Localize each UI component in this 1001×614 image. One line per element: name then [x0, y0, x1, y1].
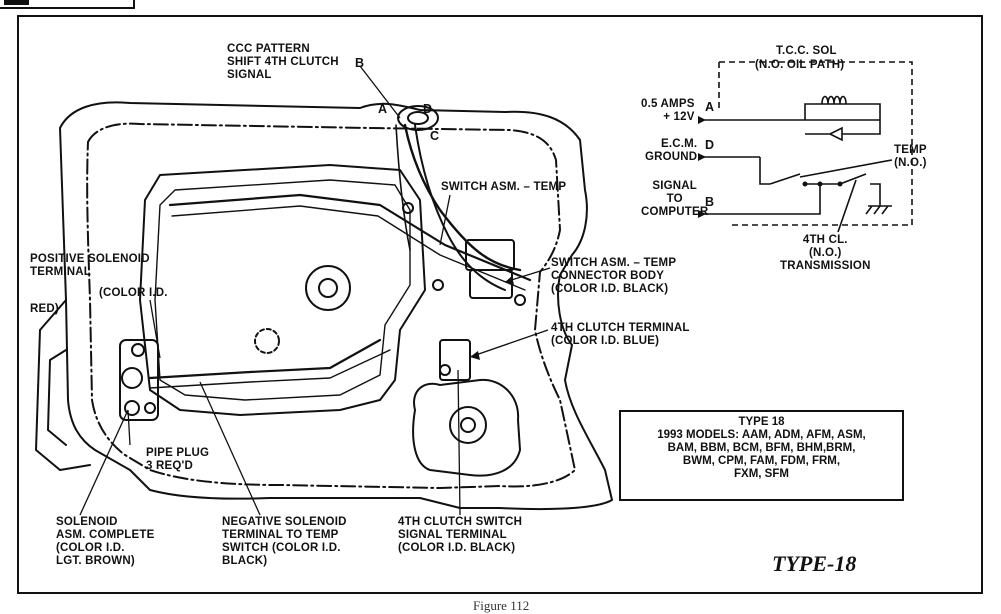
pan-outline-inner	[86, 122, 576, 489]
pin-b-top-label: B	[355, 56, 365, 70]
harness-main	[403, 123, 522, 272]
wire-to-solenoid-2	[149, 349, 391, 389]
switch-temp	[769, 173, 801, 185]
pin-b-label: B	[705, 195, 715, 209]
tcc-sol-label: T.C.C. SOL	[776, 45, 837, 57]
arrow-a	[698, 116, 706, 124]
switch-out	[870, 183, 881, 206]
harness-cross	[168, 193, 532, 282]
left-rail-2	[47, 349, 67, 446]
type-box-title: TYPE 18	[738, 416, 785, 428]
solenoid-bolt-2	[121, 367, 143, 389]
bolt-b	[432, 279, 444, 291]
ccc-pattern-label: CCC PATTERN SHIFT 4TH CLUTCH SIGNAL	[227, 43, 339, 81]
4thcl-leader	[837, 179, 857, 233]
switch-4th	[839, 173, 867, 185]
red-label: RED)	[30, 303, 59, 315]
leader-pipe-plug	[127, 409, 131, 446]
fourth-cl-label: 4TH CL. (N.O.) TRANSMISSION	[780, 234, 871, 272]
wire-to-solenoid	[148, 338, 382, 380]
positive-solenoid-label: POSITIVE SOLENOID TERMINAL	[30, 253, 150, 278]
pin-a-top-label: A	[378, 102, 388, 116]
type-box-line4: FXM, SFM	[734, 468, 789, 480]
pin-d-label: D	[705, 138, 715, 152]
leader-switch-asm	[439, 194, 451, 246]
type-box-line3: BWM, CPM, FAM, FDM, FRM,	[682, 455, 841, 467]
clutch-gear-hub	[449, 406, 487, 444]
top-connector	[397, 105, 439, 131]
type-box-line2: BAM, BBM, BCM, BFM, BHM,BRM,	[667, 442, 856, 454]
schematic-dashed-box	[719, 61, 913, 226]
bolt-a	[402, 202, 414, 214]
temp-switch-body	[465, 239, 515, 271]
ground	[865, 205, 892, 215]
leader-solenoid	[79, 409, 129, 516]
amps-label: 0.5 AMPS + 12V	[641, 98, 695, 123]
accumulator-inner	[318, 278, 338, 298]
type-box: TYPE 18 1993 MODELS: AAM, ADM, AFM, ASM,…	[619, 410, 904, 501]
pin-d-top-label: D	[423, 102, 433, 116]
leader-4th-terminal	[469, 329, 549, 358]
pin-c-top-label: C	[430, 129, 440, 143]
bolt-c	[439, 364, 451, 376]
negative-solenoid-label: NEGATIVE SOLENOID TERMINAL TO TEMP SWITC…	[222, 516, 347, 567]
b-line	[760, 184, 821, 215]
top-connector-inner	[407, 111, 429, 125]
solenoid-bolt-4	[144, 402, 156, 414]
dot-temp	[802, 181, 808, 187]
leader-4th-switch	[457, 369, 461, 516]
fourth-clutch-switch-label: 4TH CLUTCH SWITCH SIGNAL TERMINAL (COLOR…	[398, 516, 523, 554]
coil-box	[804, 103, 881, 121]
leader-b-top	[359, 65, 401, 119]
arrow-b	[698, 210, 706, 218]
type-label: TYPE-18	[772, 551, 857, 576]
arrow-4th-terminal	[470, 351, 480, 360]
accumulator	[305, 265, 351, 311]
solenoid-body	[119, 339, 159, 421]
diode	[805, 120, 881, 142]
solenoid-bolt-1	[131, 343, 145, 357]
arrow-switch-asm-connector	[505, 276, 514, 285]
figure-caption: Figure 112	[473, 598, 530, 613]
ecm-ground-label: E.C.M. GROUND	[645, 138, 698, 163]
solenoid-bolt-3	[124, 400, 140, 416]
harness-3	[395, 124, 411, 251]
color-id-label: (COLOR I.D.	[99, 287, 168, 299]
switch-asm-temp-label: SWITCH ASM. – TEMP	[441, 181, 567, 193]
temp-leader	[799, 159, 893, 178]
no-oil-path-label: (N.O. OIL PATH)	[755, 59, 845, 71]
arrow-d	[698, 153, 706, 161]
fourth-clutch-terminal-label: 4TH CLUTCH TERMINAL (COLOR I.D. BLUE)	[551, 322, 690, 347]
leader-negative	[199, 381, 261, 516]
dot-4th	[837, 181, 843, 187]
harness-cross-2	[171, 205, 526, 291]
d-line	[759, 157, 770, 185]
bolt-d	[514, 294, 526, 306]
signal-to-computer-label: SIGNAL TO COMPUTER	[641, 180, 709, 218]
pipe-plug-label: PIPE PLUG 3 REQ'D	[146, 447, 210, 472]
valve-body-inner	[154, 179, 411, 401]
coil	[821, 95, 847, 105]
clutch-gear	[412, 378, 521, 477]
pan-outline	[59, 101, 613, 511]
dot-b	[817, 181, 823, 187]
clutch-switch-block	[439, 339, 471, 381]
solenoid-asm-label: SOLENOID ASM. COMPLETE (COLOR I.D. LGT. …	[56, 516, 155, 567]
harness-2	[414, 124, 506, 291]
temp-no-label: TEMP (N.O.)	[894, 144, 927, 169]
left-rail	[35, 299, 91, 471]
pin-a-label: A	[705, 100, 715, 114]
switch-asm-temp-connector-label: SWITCH ASM. – TEMP CONNECTOR BODY (COLOR…	[551, 257, 677, 295]
clutch-gear-hub-inner	[460, 417, 476, 433]
corner-tab-fill	[4, 0, 29, 5]
corner-tab	[0, 0, 135, 9]
dashed-circle	[254, 328, 280, 354]
leader-positive	[149, 299, 161, 359]
type-box-line1: 1993 MODELS: AAM, ADM, AFM, ASM,	[657, 429, 866, 441]
valve-body	[139, 164, 426, 416]
